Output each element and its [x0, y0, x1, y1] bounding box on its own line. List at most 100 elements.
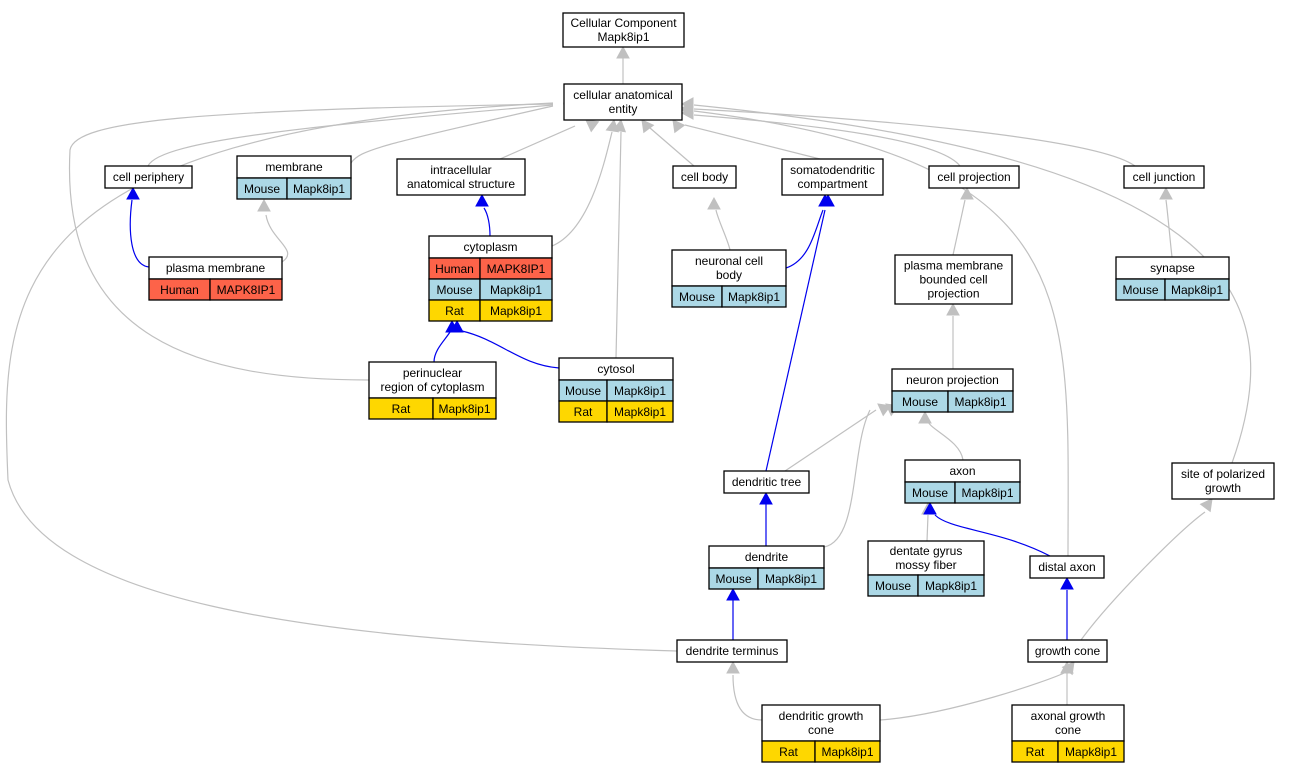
arrowhead-is-a [960, 186, 974, 200]
species-label: Rat [392, 402, 411, 416]
node-growth-cone[interactable]: growth cone [1027, 639, 1108, 663]
arrowhead-is-a [672, 119, 686, 134]
node-cell-periphery[interactable]: cell periphery [104, 165, 193, 189]
edge-part-of [461, 330, 560, 369]
node-label: growth cone [1035, 644, 1101, 658]
edge-is-a [926, 419, 964, 461]
edge-is-a [615, 131, 622, 359]
gene-cell [954, 481, 1021, 504]
gene-cell [814, 740, 881, 763]
arrowhead-is-a [616, 45, 630, 59]
species-label: Mouse [715, 572, 751, 586]
node-cell-projection[interactable]: cell projection [928, 165, 1020, 189]
gene-label: Mapk8ip1 [925, 579, 977, 593]
node-box [1171, 462, 1275, 500]
arrowhead-part-of [923, 501, 937, 515]
species-label: Mouse [679, 290, 715, 304]
node-box [1011, 704, 1125, 742]
gene-label: Mapk8ip1 [1171, 283, 1223, 297]
species-label: Mouse [244, 182, 280, 196]
species-label: Mouse [436, 283, 472, 297]
edge-is-a [693, 110, 1069, 557]
node-box [781, 158, 884, 196]
node-cell-junction[interactable]: cell junction [1123, 165, 1205, 189]
gene-label: Mapk8ip1 [1065, 745, 1117, 759]
node-label: cell junction [1133, 170, 1196, 184]
species-label: Mouse [565, 384, 601, 398]
gene-cell [286, 177, 352, 200]
edge-is-a [879, 672, 1065, 721]
arrowhead-part-of [759, 491, 773, 505]
node-box [928, 165, 1020, 189]
node-distal-axon[interactable]: distal axon [1029, 555, 1105, 579]
node-label: cytosol [597, 362, 634, 376]
node-label: axon [949, 464, 975, 478]
node-label: cell periphery [113, 170, 184, 184]
species-label: Mouse [875, 579, 911, 593]
gene-label: Mapk8ip1 [614, 384, 666, 398]
node-label: plasma membrane [904, 259, 1004, 273]
node-dendrite-terminus[interactable]: dendrite terminus [676, 639, 788, 663]
gene-cell [479, 299, 553, 322]
edge-is-a [350, 105, 554, 164]
node-label: compartment [797, 177, 868, 191]
arrowhead-is-a [680, 97, 694, 111]
edge-is-a [551, 131, 613, 247]
species-label: Rat [445, 304, 464, 318]
edge-is-a [693, 104, 1252, 464]
node-box [671, 249, 787, 287]
gene-cell [757, 567, 825, 590]
node-label: cell projection [937, 170, 1010, 184]
gene-label: Mapk8ip1 [821, 745, 873, 759]
gene-cell [1057, 740, 1125, 763]
edge-is-a [649, 127, 695, 167]
arrowhead-is-a [946, 302, 960, 316]
node-label: cellular anatomical [573, 88, 672, 102]
edge-is-a [715, 209, 731, 251]
node-label: site of polarized [1181, 467, 1265, 481]
arrowhead-is-a [257, 198, 271, 212]
arrowhead-is-a [1061, 661, 1075, 676]
edge-is-a [684, 124, 821, 160]
edge-is-a [147, 104, 554, 167]
node-cell-body[interactable]: cell body [672, 165, 737, 189]
node-label: Mapk8ip1 [597, 30, 649, 44]
species-label: Human [160, 283, 199, 297]
node-label: membrane [265, 160, 323, 174]
node-label: mossy fiber [895, 558, 956, 572]
node-box [563, 83, 683, 121]
node-label: axonal growth [1031, 709, 1106, 723]
node-label: synapse [1150, 261, 1195, 275]
node-box [396, 158, 526, 196]
species-label: Rat [779, 745, 798, 759]
node-dendritic-tree[interactable]: dendritic tree [723, 470, 810, 494]
node-label: cone [1055, 723, 1081, 737]
node-label: entity [609, 102, 638, 116]
node-box [1029, 555, 1105, 579]
species-label: Mouse [902, 395, 938, 409]
gene-cell [432, 397, 497, 420]
gene-label: Mapk8ip1 [614, 405, 666, 419]
node-label: cytoplasm [463, 240, 517, 254]
gene-cell [917, 574, 985, 597]
